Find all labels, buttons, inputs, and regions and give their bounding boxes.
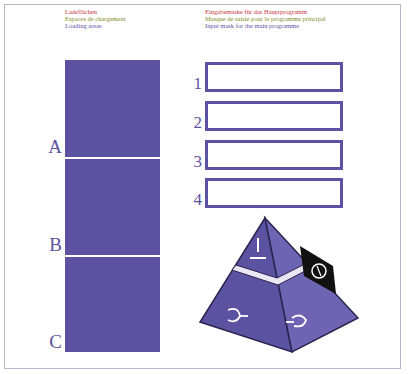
header-label: Masque de saisie pour le programme princ…	[205, 15, 326, 22]
frame	[5, 5, 401, 369]
loading-area: B	[65, 159, 160, 255]
header-label: Loading areas	[65, 22, 102, 29]
callout-number: 3	[194, 153, 203, 170]
loading-area: A	[65, 60, 160, 157]
area-letter: A	[48, 137, 62, 156]
input-field: 3	[205, 140, 343, 170]
area-letter: C	[49, 332, 62, 351]
callout-number: 2	[194, 114, 203, 131]
header-label: Espaces de chargement	[65, 15, 126, 22]
callout-number: 1	[194, 75, 203, 92]
input-field: 2	[205, 101, 343, 131]
header-label: Ladeflächen	[65, 8, 97, 15]
area-letter: B	[49, 235, 62, 254]
loading-area: C	[65, 257, 160, 352]
header-label: Eingabemaske für das Hauptprogramm	[205, 8, 307, 15]
pyramid	[200, 218, 358, 352]
input-field: 1	[205, 62, 343, 92]
input-field: 4	[205, 178, 343, 208]
header-label: Input mask for the main programme	[205, 22, 299, 29]
callout-number: 4	[194, 191, 203, 208]
